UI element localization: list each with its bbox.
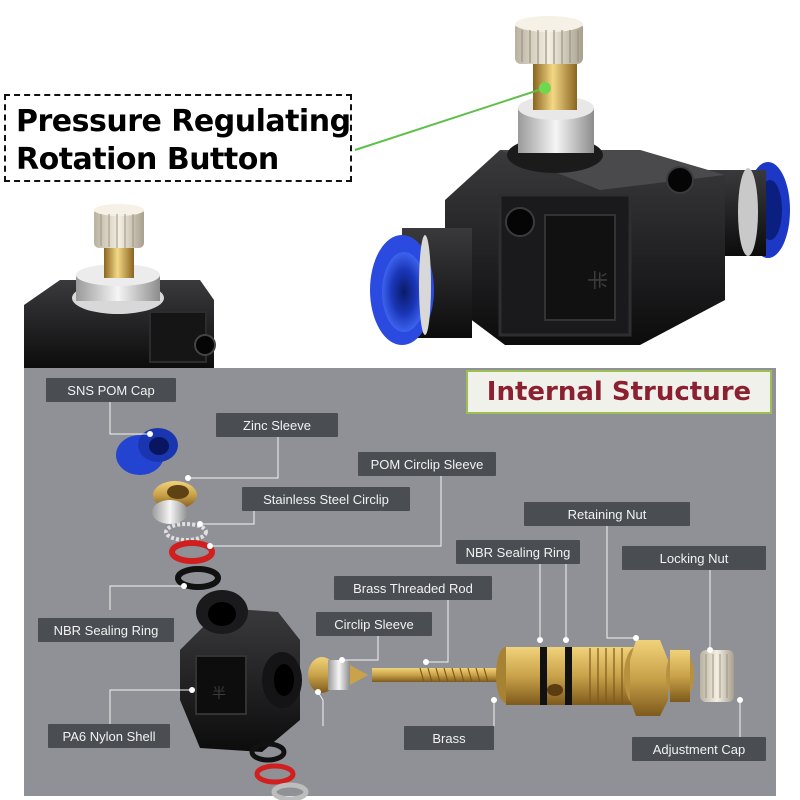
- section-title: Internal Structure: [466, 370, 772, 414]
- label-nbr-sealing-ring-right: NBR Sealing Ring: [456, 540, 580, 564]
- label-retaining-nut: Retaining Nut: [524, 502, 690, 526]
- red-ring-part: [169, 540, 215, 564]
- nbr-ring-part: [175, 566, 221, 590]
- adjustment-cap-part: [700, 650, 734, 702]
- label-sns-pom-cap: SNS POM Cap: [46, 378, 176, 402]
- stainless-steel-part: [152, 500, 208, 542]
- main-fitting-photo: 半: [370, 16, 790, 345]
- circlip-sleeve-part: [308, 657, 368, 693]
- pointer-dot: [539, 82, 551, 94]
- heading-box: Pressure Regulating Rotation Button: [4, 94, 352, 182]
- secondary-fitting-photo: [24, 204, 216, 368]
- heading-line-2: Rotation Button: [16, 142, 279, 177]
- label-brass-threaded-rod: Brass Threaded Rod: [334, 576, 492, 600]
- label-zinc-sleeve: Zinc Sleeve: [216, 413, 338, 437]
- label-adjustment-cap: Adjustment Cap: [632, 737, 766, 761]
- label-pom-circlip-sleeve: POM Circlip Sleeve: [358, 452, 496, 476]
- leader-lines: [109, 402, 741, 737]
- locking-nut-part: [666, 649, 694, 702]
- leader-dots: [147, 431, 743, 703]
- retaining-nut-part: [630, 640, 668, 716]
- pa6-nylon-shell-part: 半: [180, 590, 302, 752]
- sns-pom-cap-part: [116, 428, 178, 475]
- svg-text:半: 半: [585, 270, 609, 290]
- brass-threaded-rod-part: [372, 667, 500, 683]
- pointer-line: [354, 87, 546, 151]
- label-stainless-steel-circlip: Stainless Steel Circlip: [242, 487, 410, 511]
- heading-line-1: Pressure Regulating: [16, 104, 351, 139]
- label-brass: Brass: [404, 726, 494, 750]
- svg-text:半: 半: [212, 686, 226, 702]
- label-locking-nut: Locking Nut: [622, 546, 766, 570]
- label-pa6-nylon-shell: PA6 Nylon Shell: [48, 724, 170, 748]
- label-circlip-sleeve: Circlip Sleeve: [316, 612, 432, 636]
- label-nbr-sealing-ring-left: NBR Sealing Ring: [38, 618, 174, 642]
- brass-body-part: [496, 647, 648, 705]
